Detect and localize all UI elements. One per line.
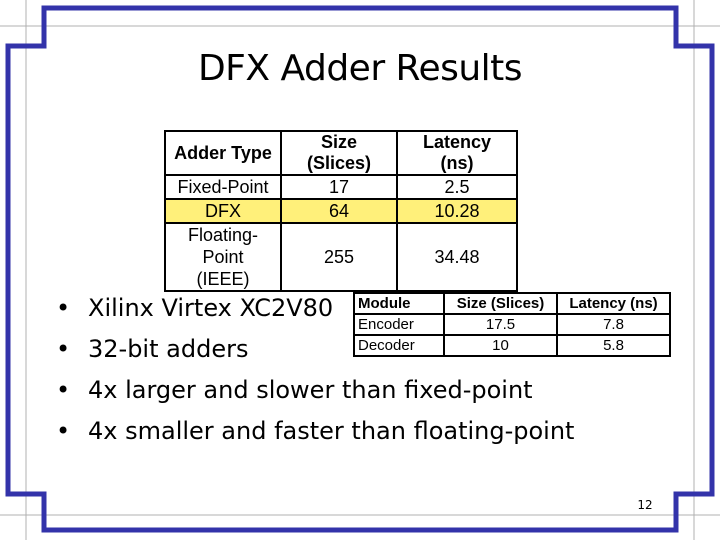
page-number: 12 bbox=[637, 498, 653, 512]
header-size: Size (Slices) bbox=[443, 292, 558, 315]
bullet-text: 4x smaller and faster than floating-poin… bbox=[88, 417, 575, 445]
bullet-text: Xilinx Virtex XC2V80 bbox=[88, 294, 334, 322]
cell-size: 17 bbox=[280, 174, 398, 200]
cell-size: 10 bbox=[443, 334, 558, 357]
list-item: • 32-bit adders bbox=[56, 329, 574, 370]
table-row-fixed-point: Fixed-Point 17 2.5 bbox=[164, 174, 518, 200]
bullet-dot: • bbox=[56, 376, 71, 404]
cell-type: Floating-Point (IEEE) bbox=[164, 222, 282, 292]
blue-border bbox=[5, 5, 715, 533]
header-latency: Latency (ns) bbox=[556, 292, 671, 315]
table-header-row: Module Size (Slices) Latency (ns) bbox=[353, 292, 671, 315]
cell-type-line1: Floating-Point bbox=[187, 225, 259, 267]
cell-module: Decoder bbox=[353, 334, 445, 357]
bullet-text: 4x larger and slower than fixed-point bbox=[88, 376, 533, 404]
cell-module: Encoder bbox=[353, 313, 445, 336]
table-row-decoder: Decoder 10 5.8 bbox=[353, 334, 671, 357]
header-module: Module bbox=[353, 292, 445, 315]
list-item: • Xilinx Virtex XC2V80 bbox=[56, 288, 574, 329]
slide-title: DFX Adder Results bbox=[197, 48, 523, 89]
bullet-list: • Xilinx Virtex XC2V80 • 32-bit adders • 4x… bbox=[56, 288, 574, 452]
table-row-dfx-highlighted: DFX 64 10.28 bbox=[164, 198, 518, 224]
bullet-text: 32-bit adders bbox=[88, 335, 249, 363]
bullet-dot: • bbox=[56, 417, 71, 445]
cell-latency: 2.5 bbox=[396, 174, 518, 200]
module-table: Module Size (Slices) Latency (ns) Encode… bbox=[353, 292, 671, 357]
cell-latency: 10.28 bbox=[396, 198, 518, 224]
cell-size: 64 bbox=[280, 198, 398, 224]
bullet-dot: • bbox=[56, 335, 71, 363]
cell-latency: 5.8 bbox=[556, 334, 671, 357]
cell-type-line2: (IEEE) bbox=[196, 269, 250, 289]
list-item: • 4x smaller and faster than floating-poi… bbox=[56, 411, 574, 452]
table-row-floating-point: Floating-Point (IEEE) 255 34.48 bbox=[164, 222, 518, 292]
list-item: • 4x larger and slower than fixed-point bbox=[56, 370, 574, 411]
table-header-row: Adder Type Size (Slices) Latency (ns) bbox=[164, 130, 518, 176]
cell-type: DFX bbox=[164, 198, 282, 224]
cell-latency: 7.8 bbox=[556, 313, 671, 336]
cell-type: Fixed-Point bbox=[164, 174, 282, 200]
bullet-dot: • bbox=[56, 294, 71, 322]
cell-latency: 34.48 bbox=[396, 222, 518, 292]
cell-size: 255 bbox=[280, 222, 398, 292]
cell-size: 17.5 bbox=[443, 313, 558, 336]
adder-results-table: Adder Type Size (Slices) Latency (ns) Fi… bbox=[164, 130, 518, 292]
header-size: Size (Slices) bbox=[280, 130, 398, 176]
header-adder-type: Adder Type bbox=[164, 130, 282, 176]
header-latency: Latency (ns) bbox=[396, 130, 518, 176]
table-row-encoder: Encoder 17.5 7.8 bbox=[353, 313, 671, 336]
